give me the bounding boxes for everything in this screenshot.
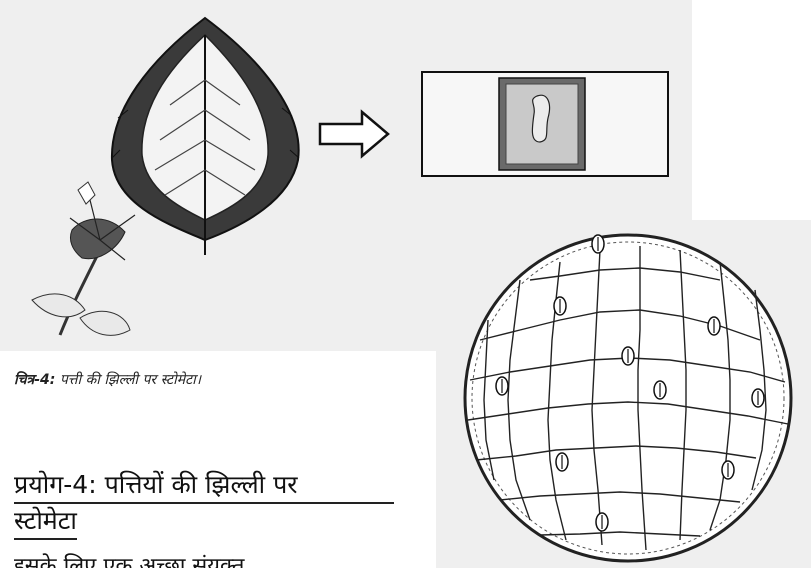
body-paragraph-partial: इसके लिए एक अच्छा संयुक्त [14,552,394,568]
heading-line-2: स्टोमेटा [14,504,77,540]
experiment-heading: प्रयोग-4: पत्तियों की झिल्ली पर स्टोमेटा [14,468,394,540]
figure-caption-text: पत्ती की झिल्ली पर स्टोमेटा। [55,372,201,388]
sprig-drawing [32,182,135,335]
arrow-right-icon [320,112,388,156]
stomata-microscope-view [465,235,791,561]
figure-caption: चित्र-4: पत्ती की झिल्ली पर स्टोमेटा। [14,370,201,389]
leaf-drawing [112,18,299,255]
glass-slide-drawing [422,72,668,176]
heading-line-1: प्रयोग-4: पत्तियों की झिल्ली पर [14,468,394,504]
figure-label: चित्र-4: [14,372,55,388]
